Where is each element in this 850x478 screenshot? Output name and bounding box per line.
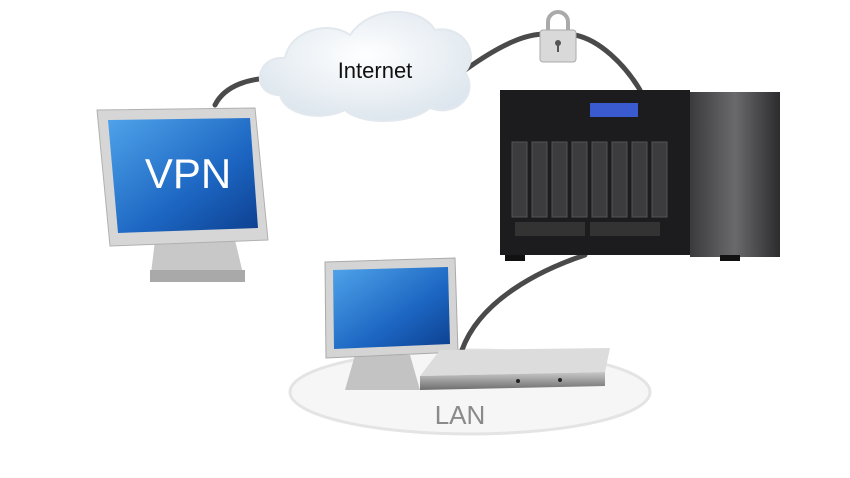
- lan-computer: [324, 257, 459, 390]
- drive-bay: [591, 141, 608, 218]
- drive-bay: [651, 141, 668, 218]
- internet-label: Internet: [338, 58, 413, 83]
- lan-label: LAN: [435, 400, 486, 430]
- vpn-label: VPN: [145, 150, 231, 197]
- drive-bay: [531, 141, 548, 218]
- drive-bay: [611, 141, 628, 218]
- drive-bay: [571, 141, 588, 218]
- drive-bay: [511, 141, 528, 218]
- nas-display: [590, 103, 638, 117]
- network-switch: [420, 348, 610, 390]
- lock-icon: [539, 10, 577, 63]
- nas-server: [500, 90, 780, 261]
- drive-bay: [551, 141, 568, 218]
- internet-cloud: Internet: [258, 10, 472, 122]
- vpn-computer: VPN: [96, 107, 269, 282]
- drive-bay: [631, 141, 648, 218]
- cables: [212, 31, 643, 353]
